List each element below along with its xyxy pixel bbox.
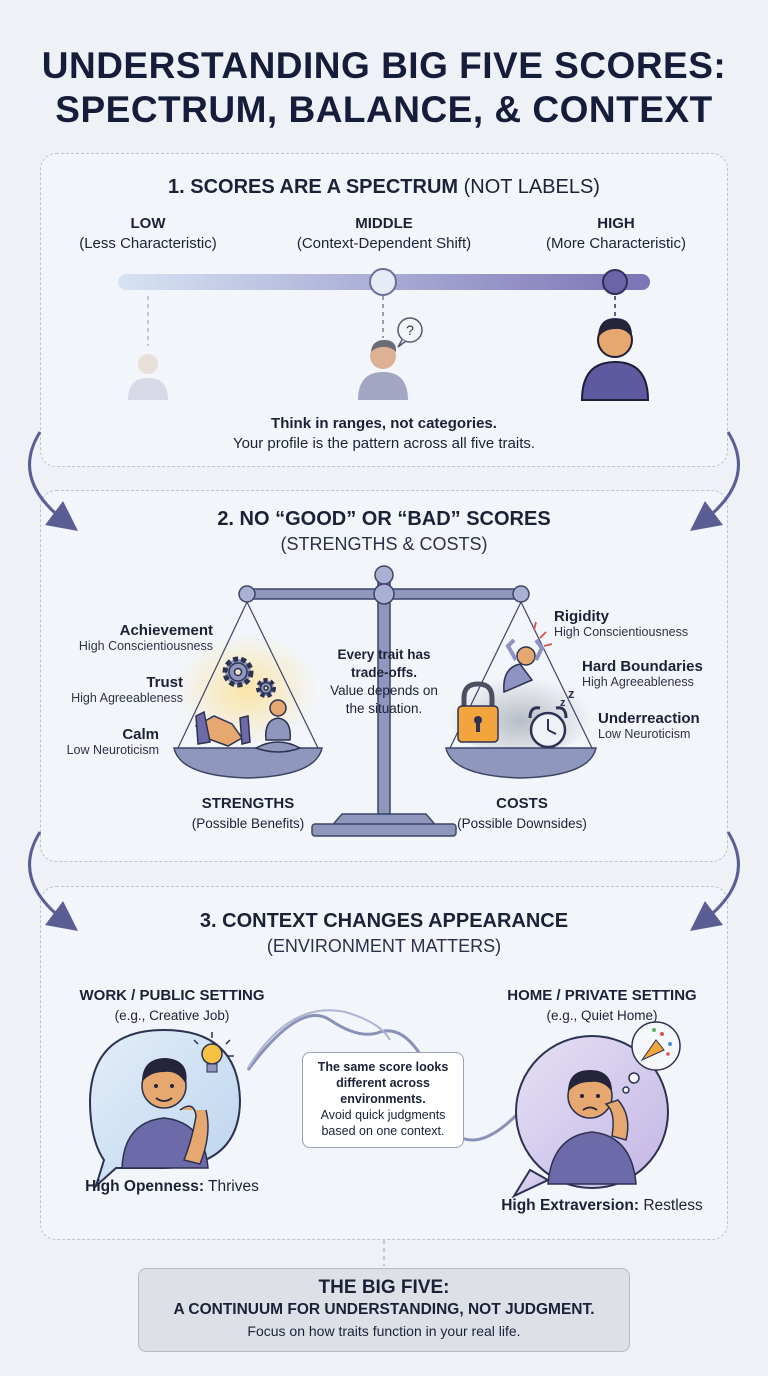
strength-item: Trust High Agreeableness: [71, 674, 183, 705]
meditation-icon: [254, 699, 302, 753]
spectrum-high-label: HIGH (More Characteristic): [545, 215, 687, 252]
curved-arrow-icon: [28, 831, 78, 932]
spectrum-middle-label: MIDDLE (Context-Dependent Shift): [296, 215, 472, 252]
cost-item: Hard Boundaries High Agreeableness: [582, 658, 703, 689]
section-3-subtitle: (ENVIRONMENT MATTERS): [266, 936, 502, 956]
person-icon: [358, 340, 408, 400]
svg-text:z: z: [560, 697, 566, 709]
svg-text:?: ?: [406, 322, 414, 338]
stressed-person-icon: [503, 621, 553, 694]
summary-box: THE BIG FIVE: A CONTINUUM FOR UNDERSTAND…: [138, 1268, 630, 1352]
strength-item: Calm Low Neuroticism: [66, 726, 159, 757]
middle-marker: [369, 268, 397, 296]
curved-arrow-icon: [690, 431, 740, 532]
home-setting-label: HOME / PRIVATE SETTING (e.g., Quiet Home…: [507, 987, 697, 1023]
section-1-title: 1. SCORES ARE A SPECTRUM (NOT LABELS): [168, 176, 600, 198]
section-2-subtitle: (STRENGTHS & COSTS): [280, 534, 488, 554]
question-bubble-icon: ?: [397, 317, 423, 348]
tradeoff-note: Every trait has trade-offs. Value depend…: [330, 647, 438, 716]
section-1-panel: [40, 153, 728, 467]
handshake-icon: [194, 710, 251, 747]
context-note-box: The same score looks different across en…: [302, 1052, 464, 1148]
lightbulb-icon: [193, 1032, 234, 1073]
costs-label: COSTS (Possible Downsides): [457, 795, 587, 831]
page-title: UNDERSTANDING BIG FIVE SCORES: SPECTRUM,…: [41, 45, 727, 130]
home-caption: High Extraversion: Restless: [501, 1197, 703, 1214]
svg-text:z: z: [568, 686, 575, 701]
spectrum-low-label: LOW (Less Characteristic): [79, 215, 217, 252]
strength-item: Achievement High Conscientiousness: [78, 622, 213, 653]
section-2-title: 2. NO “GOOD” OR “BAD” SCORES: [217, 508, 551, 530]
work-setting-label: WORK / PUBLIC SETTING (e.g., Creative Jo…: [79, 987, 265, 1023]
work-caption: High Openness: Thrives: [85, 1178, 259, 1195]
strengths-label: STRENGTHS (Possible Benefits): [191, 795, 305, 831]
padlock-icon: [457, 681, 499, 743]
person-icon: [580, 318, 650, 401]
cost-item: Rigidity High Conscientiousness: [554, 608, 689, 639]
high-marker: [602, 269, 628, 295]
section-3-title: 3. CONTEXT CHANGES APPEARANCE: [199, 910, 569, 932]
person-icon: [128, 354, 168, 400]
curved-arrow-icon: [690, 831, 740, 932]
party-popper-icon: [622, 1021, 681, 1094]
spectrum-slider: [118, 268, 650, 346]
work-speech-bubble: [88, 1028, 242, 1190]
cost-item: Underreaction Low Neuroticism: [598, 710, 700, 741]
gears-icon: [222, 656, 276, 698]
section-1-note: Think in ranges, not categories. Your pr…: [232, 415, 536, 452]
alarm-clock-icon: z z: [528, 686, 575, 749]
curved-arrow-icon: [28, 431, 78, 532]
